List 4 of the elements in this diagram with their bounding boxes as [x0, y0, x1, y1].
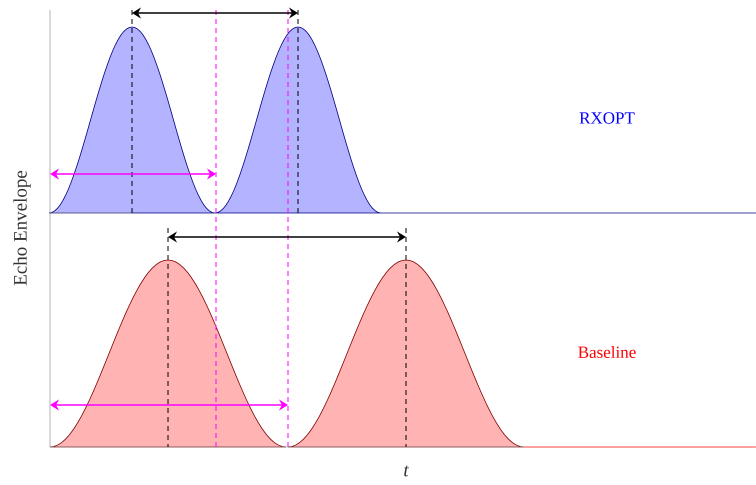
series-label: RXOPT [580, 112, 635, 124]
axis-label: Echo Envelope [13, 170, 31, 286]
series-label: Baseline [578, 346, 636, 358]
axis-label: t [404, 466, 410, 476]
